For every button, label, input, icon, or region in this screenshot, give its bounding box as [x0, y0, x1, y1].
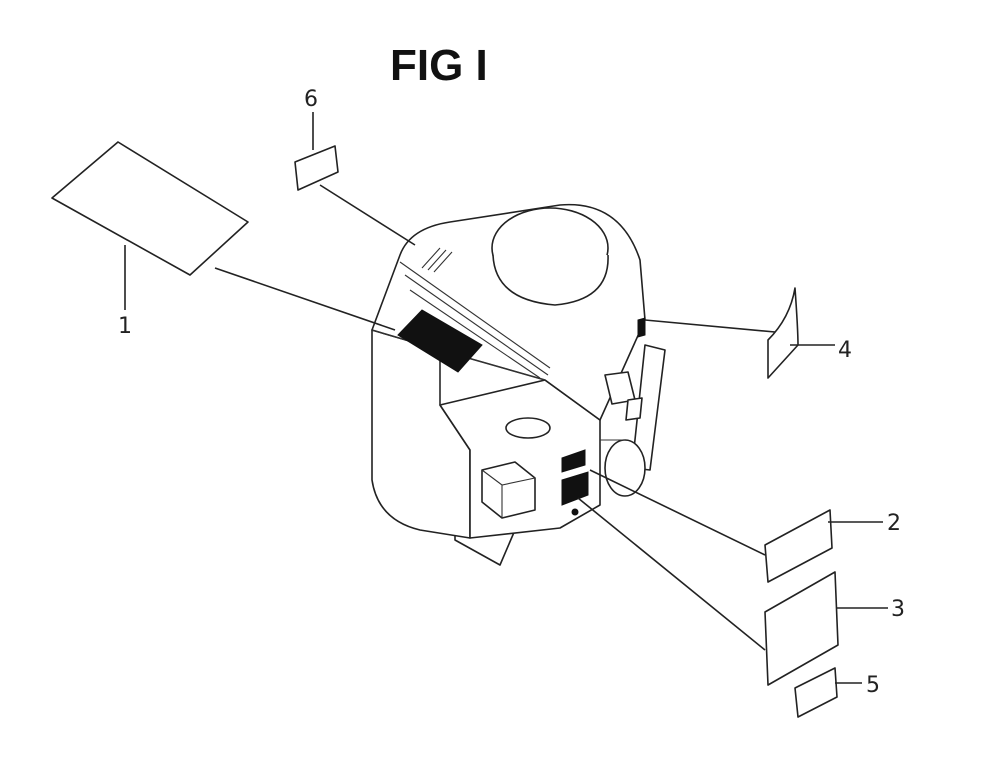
engine-label-top — [397, 309, 483, 373]
part-1-label-card — [51, 141, 249, 276]
engine-right-pipe — [631, 344, 666, 471]
engine-label-side — [637, 317, 646, 338]
engine-label-front-upper — [561, 449, 586, 473]
part-5-label — [794, 667, 838, 718]
callout-5: 5 — [866, 673, 880, 698]
engine-label-front-lower — [561, 471, 589, 506]
part-4-curved-label — [767, 287, 799, 379]
leader-lines — [124, 112, 888, 684]
figure-title: FIG I — [390, 41, 488, 90]
callout-6: 6 — [304, 87, 318, 112]
callout-1: 1 — [118, 314, 132, 339]
part-6-label — [294, 145, 339, 191]
engine-front-block — [481, 461, 536, 519]
callout-3: 3 — [891, 597, 905, 622]
callout-4: 4 — [838, 338, 852, 363]
engine-illustration — [371, 203, 666, 566]
part-2-label — [764, 509, 833, 583]
callout-2: 2 — [887, 511, 901, 536]
part-3-label — [764, 571, 839, 686]
